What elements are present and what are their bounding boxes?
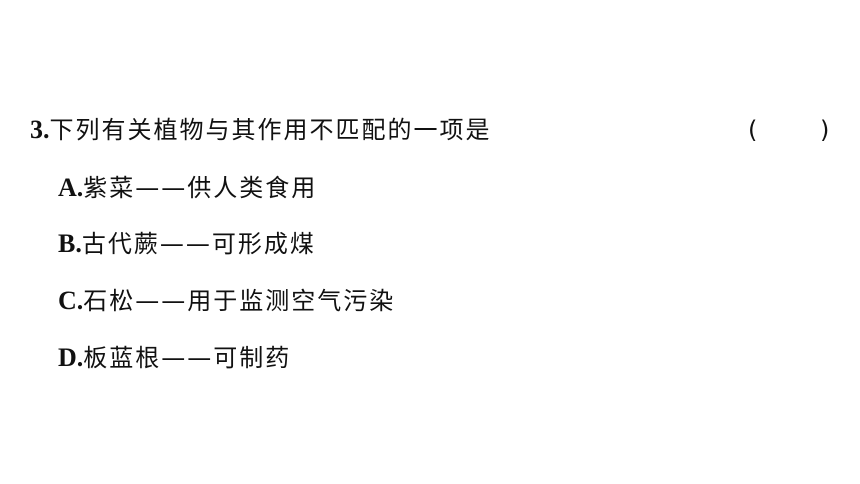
option-b: B.古代蕨——可形成煤 xyxy=(58,226,316,262)
answer-bracket-close: ) xyxy=(820,116,830,144)
option-b-letter: B. xyxy=(58,229,82,258)
option-d-text: 板蓝根——可制药 xyxy=(83,344,292,372)
option-d: D.板蓝根——可制药 xyxy=(58,340,291,376)
option-c-letter: C. xyxy=(58,286,84,315)
option-b-text: 古代蕨——可形成煤 xyxy=(81,230,316,258)
option-c-text: 石松——用于监测空气污染 xyxy=(83,287,396,315)
question-stem: 3.下列有关植物与其作用不匹配的一项是 xyxy=(30,112,492,148)
option-a: A.紫菜——供人类食用 xyxy=(58,170,317,206)
question-number: 3. xyxy=(30,115,50,144)
question-text: 下列有关植物与其作用不匹配的一项是 xyxy=(49,116,492,144)
option-d-letter: D. xyxy=(58,343,84,372)
option-a-letter: A. xyxy=(58,173,84,202)
answer-bracket-open: ( xyxy=(748,116,758,144)
option-a-text: 紫菜——供人类食用 xyxy=(83,174,318,202)
option-c: C.石松——用于监测空气污染 xyxy=(58,283,395,319)
